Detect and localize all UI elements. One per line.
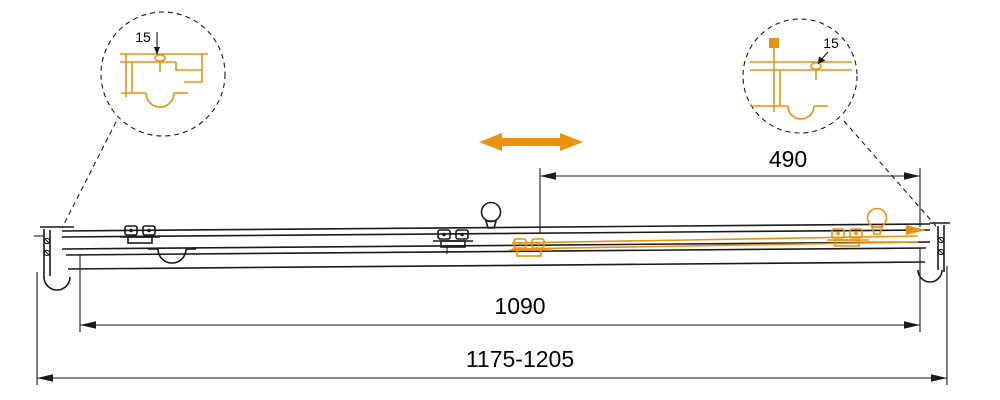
dimension-1090: 1090 (79, 248, 921, 332)
callout-circle-left (100, 11, 226, 137)
dimension-label-15-right: 15 (823, 35, 839, 51)
dimension-arrow-right-detail (818, 56, 826, 64)
sliding-door-orange (509, 207, 926, 257)
door-knob-black (480, 201, 502, 229)
roller-assembly-left (120, 225, 160, 244)
roller-assembly-center (433, 229, 473, 254)
detail-callout-right: 15 (742, 18, 858, 134)
callout-circle-right (742, 18, 858, 134)
profile-detail-right (750, 44, 852, 120)
bottom-guide-left (148, 248, 196, 264)
callout-leader-line-right (843, 120, 937, 227)
dimension-label-1090: 1090 (494, 293, 545, 319)
fixing-block-detail (769, 38, 779, 48)
dimension-label-490: 490 (769, 146, 807, 172)
door-knob-orange (866, 207, 888, 235)
orange-roller-assembly-right (827, 228, 869, 247)
dimension-490: 490 (539, 146, 921, 233)
profile-detail-left (120, 53, 208, 108)
door-stop-arrow (906, 225, 926, 235)
dimension-overall: 1175-1205 (36, 266, 948, 385)
dimension-label-15-left: 15 (135, 29, 151, 45)
wall-profile-right (917, 222, 950, 283)
detail-callout-left: 15 (100, 11, 226, 137)
dimension-label-overall: 1175-1205 (466, 346, 574, 372)
dimension-arrow-left-detail (154, 47, 160, 55)
orange-roller-assembly-left (509, 238, 551, 257)
wall-profile-left (34, 226, 74, 291)
slide-direction-arrow-icon (479, 133, 583, 151)
track-and-door-assembly (34, 201, 950, 291)
callout-leader-line-left (61, 121, 117, 229)
